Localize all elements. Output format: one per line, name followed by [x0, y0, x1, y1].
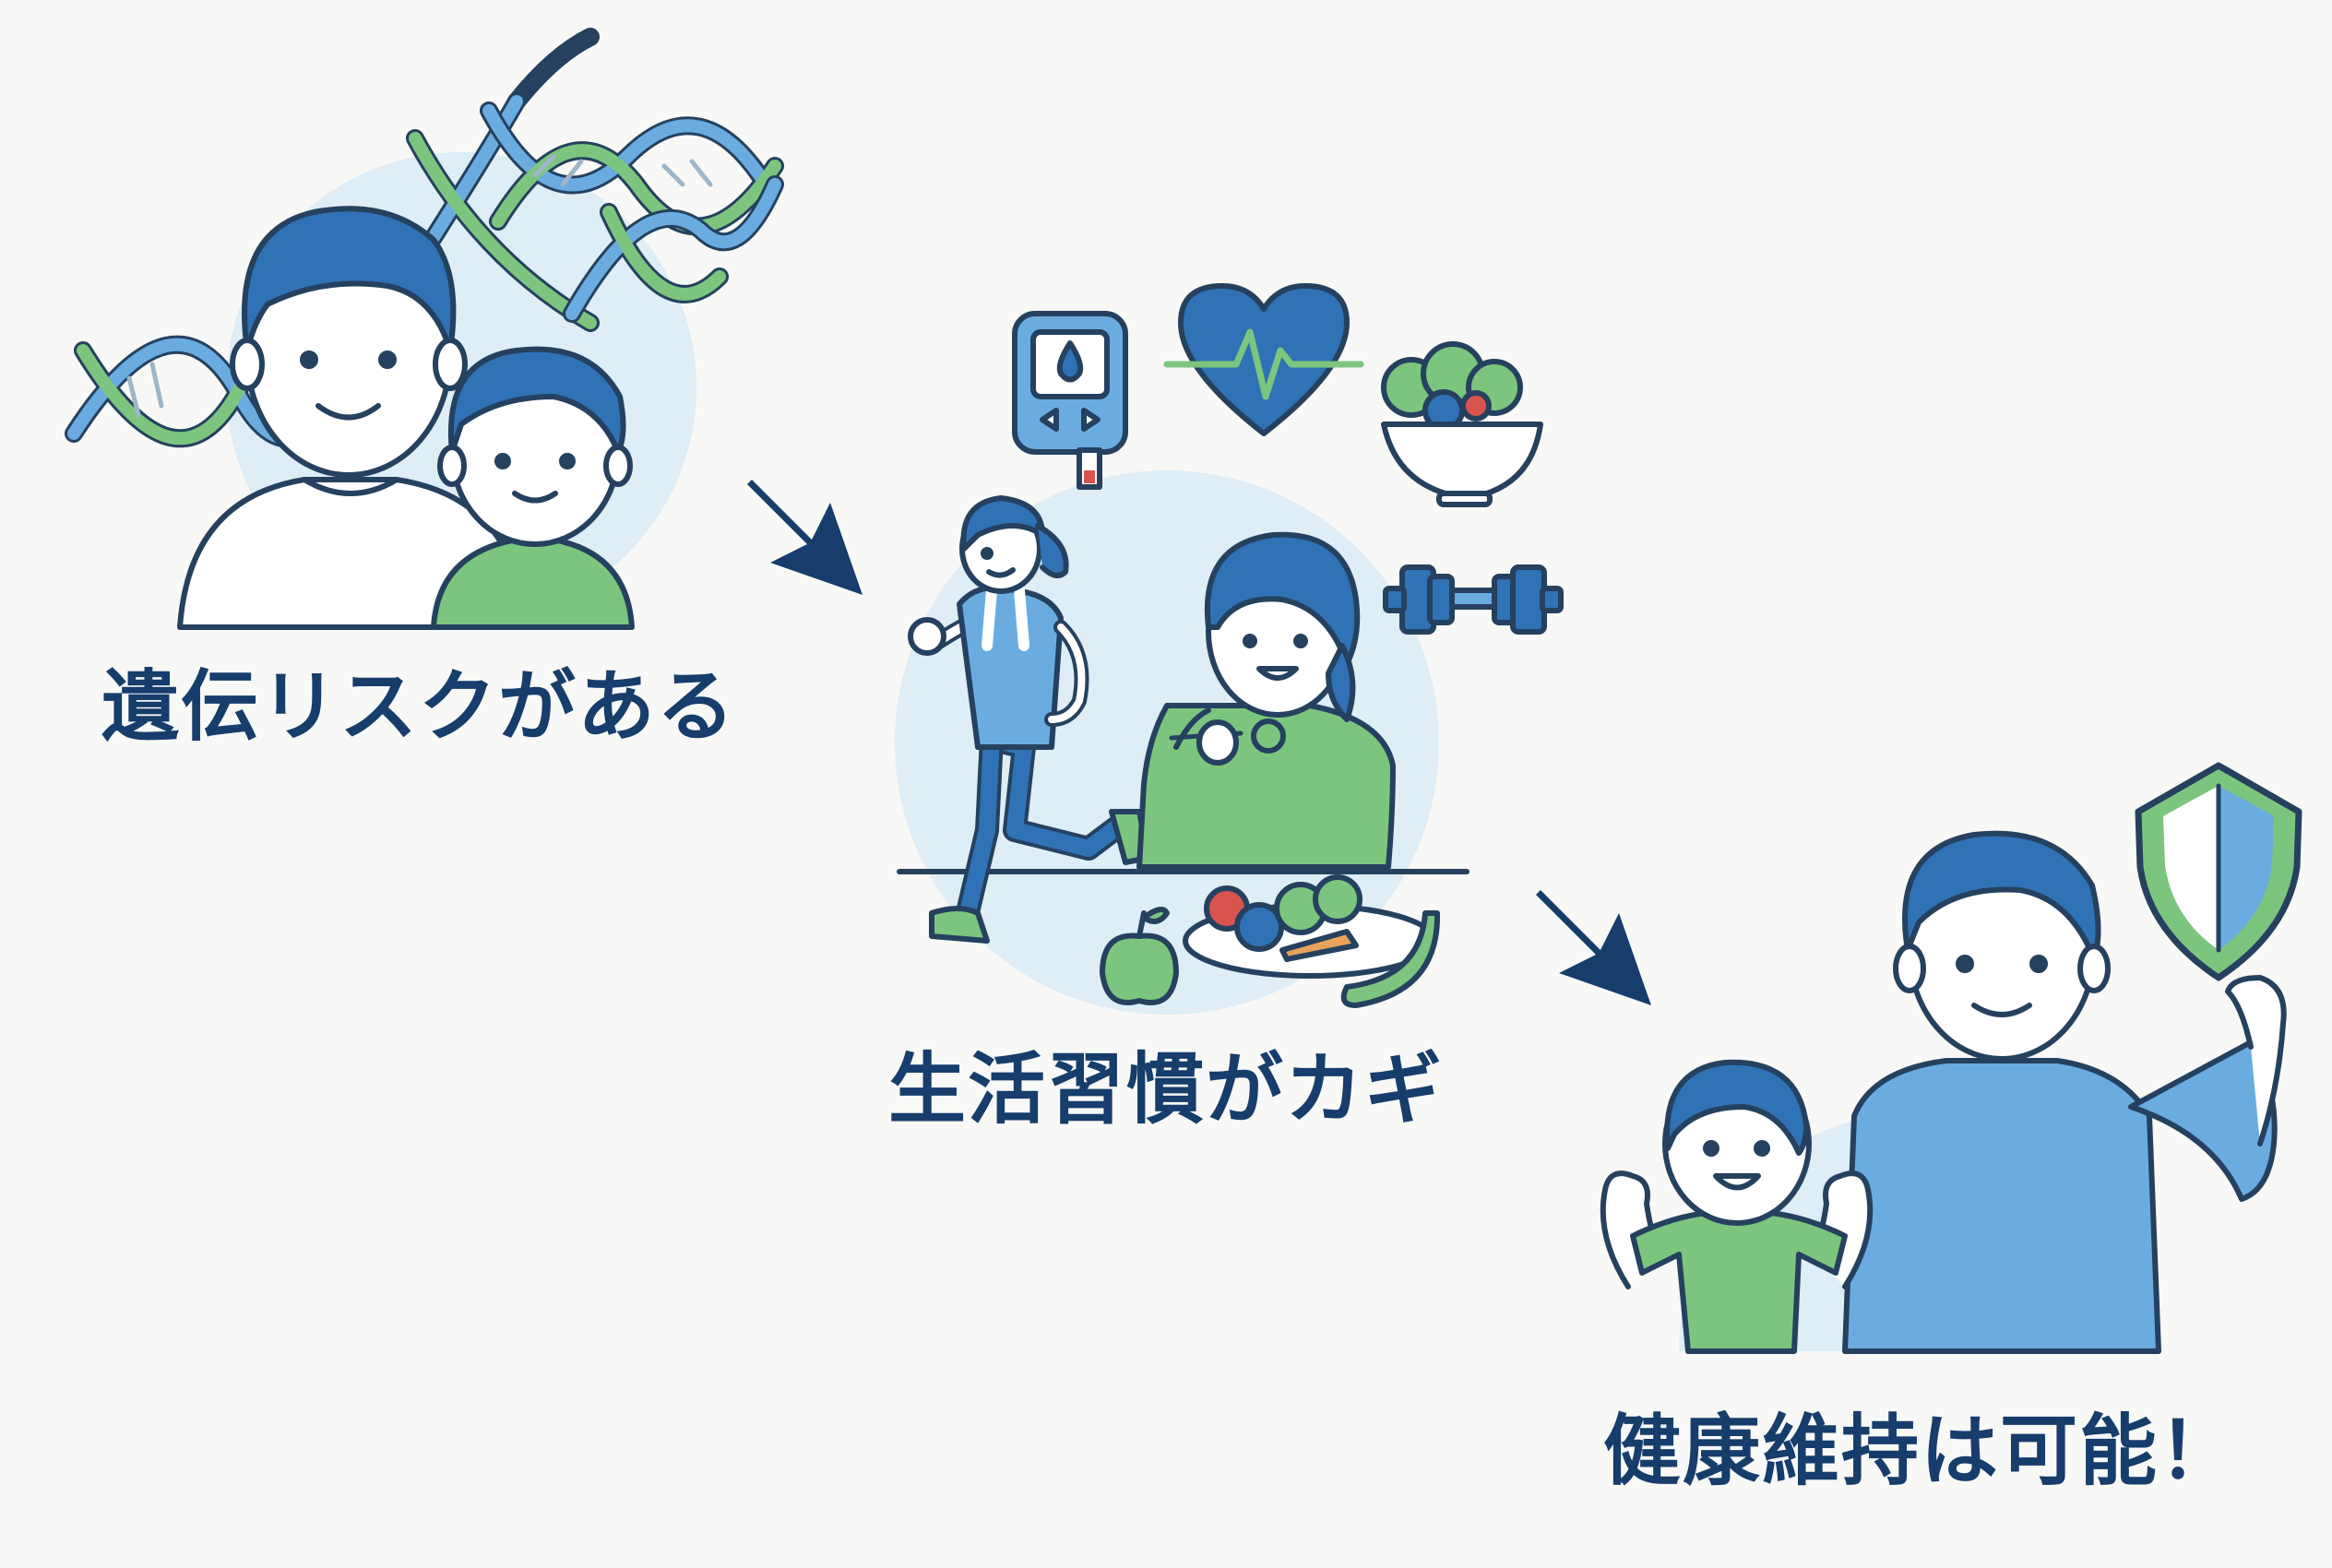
eating-woman-figure — [1136, 531, 1396, 870]
child-figure — [431, 346, 635, 630]
dumbbell-icon — [1383, 564, 1564, 635]
arrow-2 — [1508, 890, 1651, 1005]
salad-bowl-icon — [1381, 341, 1543, 507]
strong-child-figure — [1600, 1059, 1874, 1354]
shield-icon — [2135, 762, 2302, 981]
food-plate — [1183, 874, 1437, 979]
arrow-icon — [720, 480, 863, 595]
step-1-caption: 遺伝リスクがある — [101, 661, 736, 752]
arrow-icon — [1508, 890, 1651, 1005]
scene-lifestyle — [895, 283, 1564, 1015]
strong-father-figure — [1842, 830, 2287, 1354]
arrow-1 — [720, 480, 863, 595]
scene-genetic-risk — [65, 28, 784, 630]
scene-healthy — [1600, 762, 2302, 1354]
runner-figure — [908, 495, 1151, 944]
glucose-meter-icon — [1012, 311, 1128, 490]
banana-icon — [1340, 910, 1441, 1008]
step-2-caption: 生活習慣がカギ — [888, 1044, 1444, 1134]
step-3-caption: 健康維持は可能！ — [1603, 1406, 2238, 1496]
apple-icon — [1100, 907, 1179, 1005]
heart-pulse-icon — [1163, 283, 1364, 436]
